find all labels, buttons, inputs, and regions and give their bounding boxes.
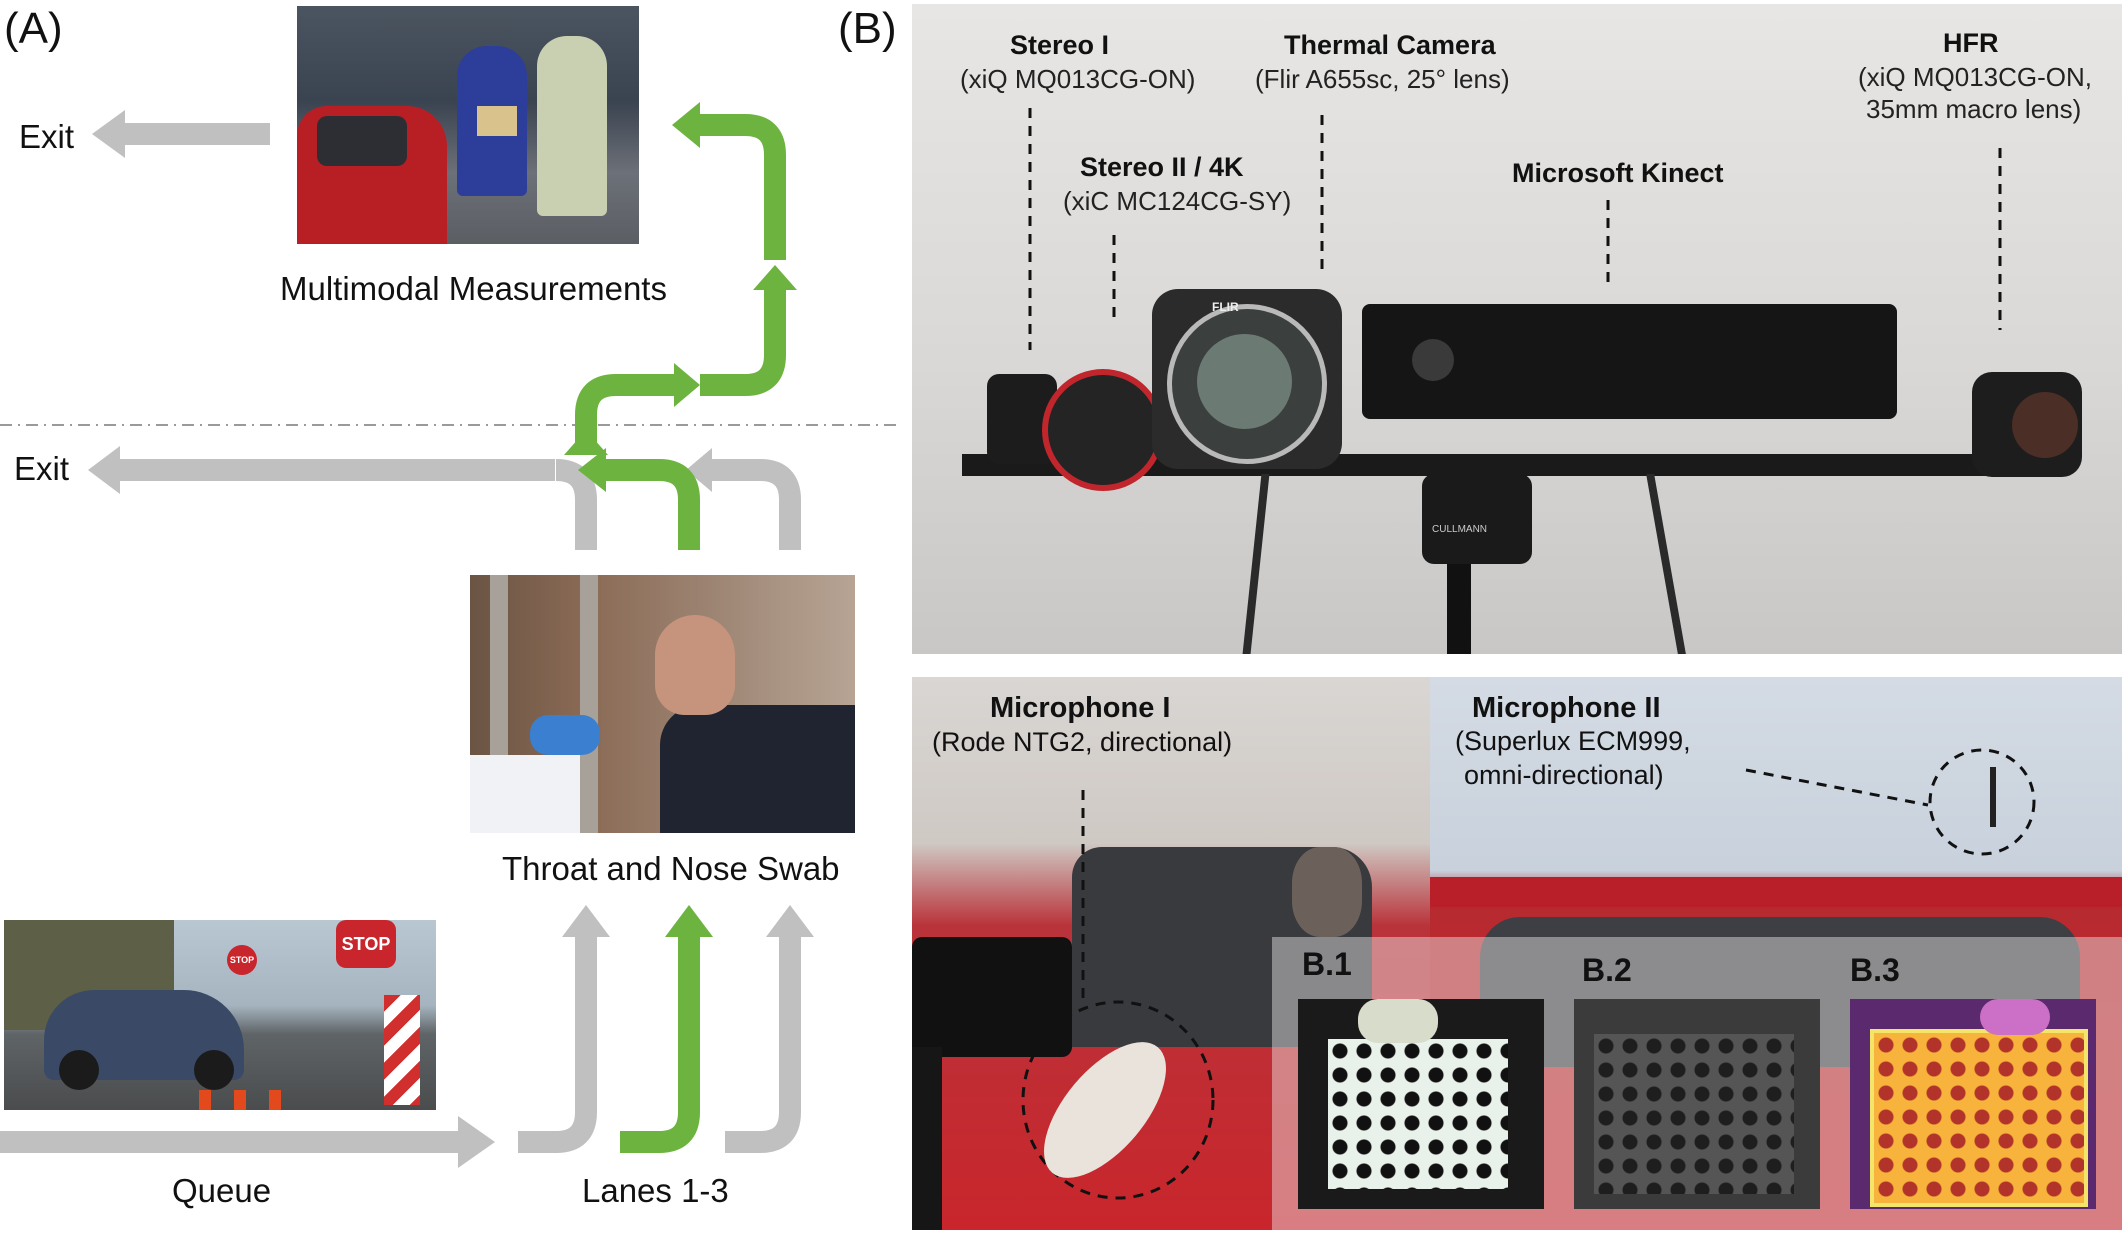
kinect-title: Microsoft Kinect [1512,158,1724,188]
mic2-sub2: omni-directional) [1464,760,1664,790]
stop-sign-small: STOP [227,945,257,975]
stereo1-sub: (xiQ MQ013CG-ON) [960,64,1196,94]
mic1-title: Microphone I [990,692,1171,724]
flir-brand: FLIR [1212,300,1239,314]
stereo2-title: Stereo II / 4K [1080,152,1244,182]
b2-label: B.2 [1582,952,1632,988]
queue-arrow [0,1116,495,1168]
panel-a-letter: (A) [4,4,63,53]
mic2-sub1: (Superlux ECM999, [1455,726,1691,756]
mic1-highlight-circle [1021,1000,1215,1200]
b3-label: B.3 [1850,952,1900,988]
exit-mid-arrow [110,459,801,550]
calibration-b3-image [1850,999,2096,1209]
multimodal-measurements-photo [297,6,639,244]
hfr-sub2: 35mm macro lens) [1866,94,2082,124]
exit-top-label: Exit [19,118,75,155]
exit-mid-label: Exit [14,450,70,487]
stereo2-sub: (xiC MC124CG-SY) [1063,186,1292,216]
stereo1-title: Stereo I [1010,30,1110,60]
thermal-sub: (Flir A655sc, 25° lens) [1255,64,1510,94]
hfr-title: HFR [1943,28,1999,58]
thermal-title: Thermal Camera [1284,30,1496,60]
camera-leader-lines [1028,108,2002,350]
mic1-sub: (Rode NTG2, directional) [932,727,1233,757]
swab-caption: Throat and Nose Swab [502,850,840,887]
mic2-highlight-circle [1928,748,2036,856]
multimodal-caption: Multimodal Measurements [280,270,667,307]
hfr-sub1: (xiQ MQ013CG-ON, [1858,62,2093,92]
queue-photo: STOP STOP [4,920,436,1110]
throat-nose-swab-photo [470,575,855,833]
tripod-brand: CULLMANN [1432,524,1488,535]
calibration-b2-image [1574,999,1820,1209]
flow-arrows [0,102,900,1168]
mic2-title: Microphone II [1472,692,1661,724]
lane-1-arrow [518,935,597,1153]
camera-rig-photo: FLIR CULLMANN [912,4,2122,654]
green-arrow-path [575,114,786,550]
b1-label: B.1 [1302,946,1352,982]
stop-sign: STOP [336,920,396,968]
calibration-b1-image [1298,999,1544,1209]
exit-top-arrow [92,110,270,158]
lanes-caption: Lanes 1-3 [582,1172,729,1209]
panel-b-letter: (B) [838,4,897,53]
mic1-windshield [1044,1042,1166,1178]
lane-2-arrow [620,935,700,1153]
queue-caption: Queue [172,1172,272,1209]
lane-3-arrow [725,935,801,1153]
